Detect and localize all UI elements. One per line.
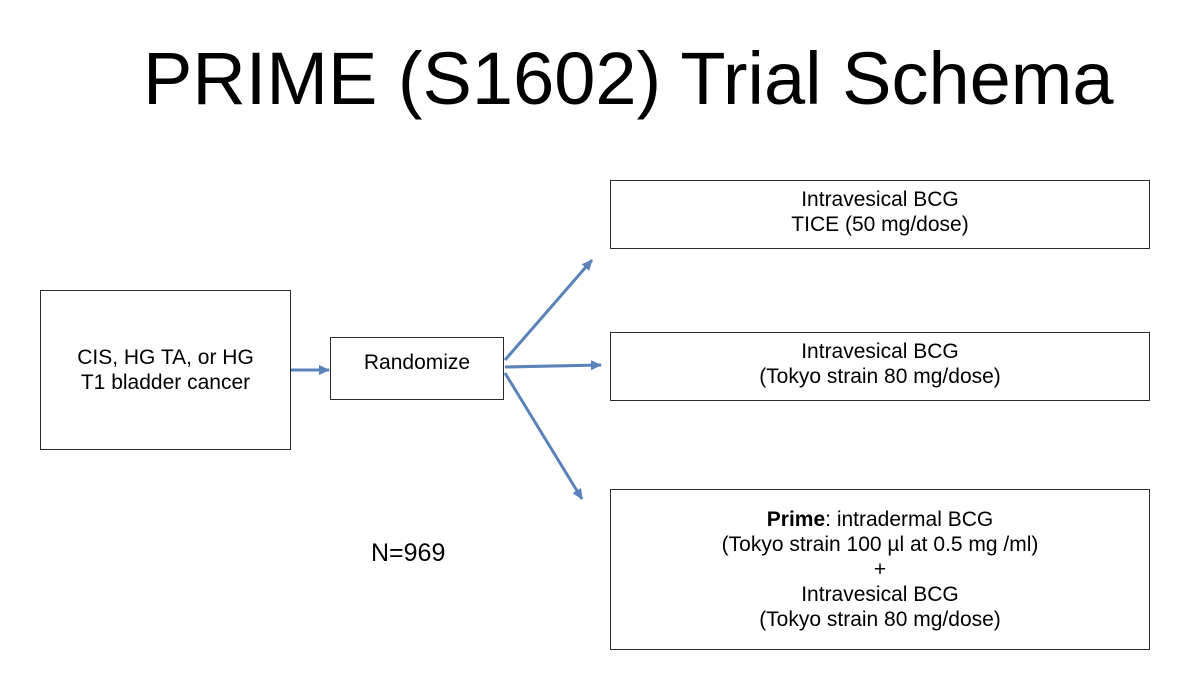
slide-title: PRIME (S1602) Trial Schema (143, 37, 1114, 120)
arm-2-box: Intravesical BCG (Tokyo strain 80 mg/dos… (610, 332, 1150, 401)
arrow-to-arm-2 (504, 360, 602, 371)
arm-2-line-1: Intravesical BCG (801, 339, 959, 363)
prime-text: : intradermal BCG (825, 508, 994, 531)
arrow-to-arm-1 (503, 259, 594, 361)
arm-3-box: Prime: intradermal BCG (Tokyo strain 100… (610, 489, 1150, 650)
arm-2-line-2: (Tokyo strain 80 mg/dose) (759, 364, 1001, 388)
randomize-label: Randomize (363, 351, 471, 374)
arm-3-line-2: (Tokyo strain 100 µl at 0.5 mg /ml) (721, 533, 1039, 556)
randomize-box: Randomize (330, 337, 504, 400)
eligibility-box: CIS, HG TA, or HG T1 bladder cancer (40, 290, 291, 450)
arm-3-line-1: Prime: intradermal BCG (767, 507, 993, 532)
arm-1-line-2: TICE (50 mg/dose) (791, 212, 969, 236)
arm-3-plus: + (873, 558, 887, 581)
arm-3-line-4: Intravesical BCG (801, 583, 959, 606)
arm-3-line-5: (Tokyo strain 80 mg/dose) (759, 608, 1001, 631)
sample-size: N=969 (371, 539, 446, 567)
arm-1-box: Intravesical BCG TICE (50 mg/dose) (610, 180, 1150, 249)
arm-1-line-1: Intravesical BCG (801, 187, 959, 211)
prime-label: Prime (766, 508, 826, 531)
eligibility-line-2: T1 bladder cancer (80, 371, 251, 394)
eligibility-line-1: CIS, HG TA, or HG (77, 346, 254, 369)
arrow-to-arm-3 (503, 372, 584, 500)
